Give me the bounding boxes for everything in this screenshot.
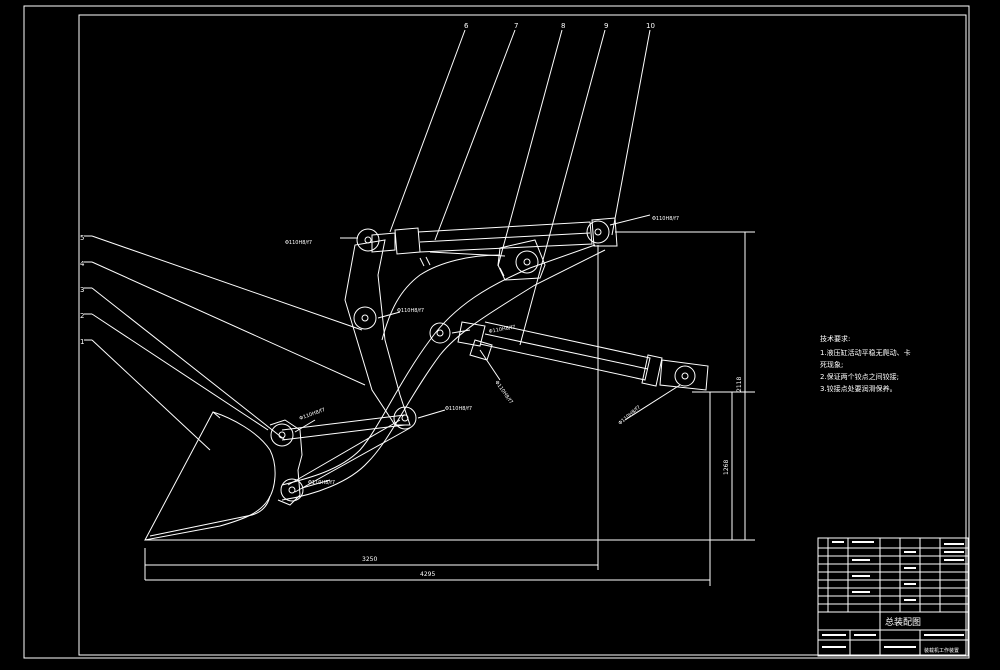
fit-label: Φ110H8/f7	[285, 240, 312, 246]
title-block-text: 总装配图 装载机工作装置	[885, 616, 959, 654]
fit-label: Φ110H8/f7	[617, 405, 642, 427]
bucket-cylinder	[371, 217, 618, 255]
balloon-1: 1	[80, 338, 84, 346]
boom	[281, 244, 606, 501]
balloon-2: 2	[80, 312, 84, 320]
fit-label: Φ110H8/f7	[488, 324, 516, 335]
notes-title: 技术要求:	[820, 334, 850, 343]
balloon-3: 3	[80, 286, 84, 294]
title-block	[817, 537, 969, 657]
bucket	[144, 411, 303, 541]
fit-label: Φ110H8/f7	[397, 308, 424, 314]
dimension-labels: 3250 4295 1268 2118	[362, 377, 743, 578]
balloon-5: 5	[80, 234, 84, 242]
bucket-link	[287, 419, 411, 493]
dimension-label: 1268	[723, 460, 730, 475]
dimension-label: 4295	[420, 571, 435, 578]
inner-frame	[78, 14, 967, 656]
balloon-9: 9	[604, 22, 608, 30]
fit-leaders	[294, 214, 681, 489]
technical-notes: 技术要求: 1.液压缸活动平稳无爬动、卡 死现象; 2.保证两个铰点之间铰接; …	[820, 334, 911, 393]
boom-cylinder	[457, 321, 709, 391]
notes-line: 1.液压缸活动平稳无爬动、卡	[820, 348, 911, 357]
dimension-label: 2118	[736, 377, 743, 392]
rocker-arm	[344, 239, 411, 426]
title-block-fill	[822, 541, 964, 648]
notes-line: 3.铰接点处要润滑保养。	[820, 384, 897, 393]
leader-lines	[84, 29, 651, 451]
drawing-subtitle: 装载机工作装置	[924, 647, 959, 654]
fit-label: Φ110H8/f7	[299, 407, 326, 422]
balloon-10: 10	[646, 22, 655, 30]
weld-marks	[419, 256, 505, 277]
frame-bracket	[429, 239, 546, 281]
notes-line: 死现象;	[820, 360, 843, 369]
drawing-name: 总装配图	[885, 616, 921, 628]
balloon-labels: 5 4 3 2 1 6 7 8 9 10	[80, 22, 655, 346]
balloon-4: 4	[80, 260, 85, 268]
fit-label: Φ110H8/f7	[308, 480, 335, 486]
outer-frame	[23, 5, 970, 659]
notes-line: 2.保证两个铰点之间铰接;	[820, 372, 899, 381]
fit-label: Φ110H8/f7	[445, 406, 472, 412]
balloon-7: 7	[514, 22, 518, 30]
balloon-6: 6	[464, 22, 469, 30]
hinge-pins	[270, 220, 696, 502]
fit-label: Φ110H8/f7	[493, 380, 513, 406]
dimension-label: 3250	[362, 556, 377, 563]
balloon-8: 8	[561, 22, 565, 30]
dimension-lines	[144, 231, 755, 586]
fit-label: Φ110H8/f7	[652, 216, 679, 222]
